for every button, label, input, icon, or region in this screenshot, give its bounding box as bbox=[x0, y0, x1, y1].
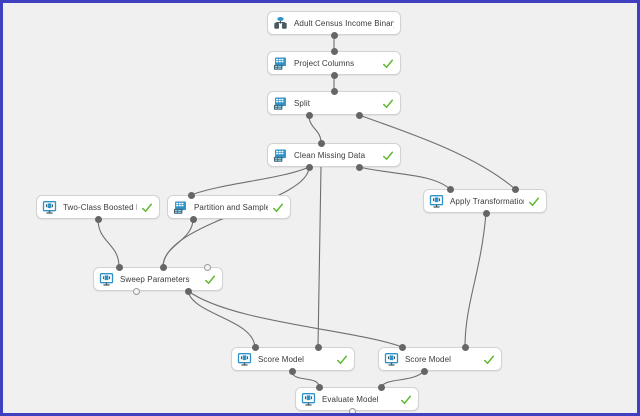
input-port-partition-and-sample-0[interactable] bbox=[187, 191, 195, 199]
model-icon bbox=[42, 200, 57, 215]
dataset-icon bbox=[273, 16, 288, 31]
status-check-icon bbox=[382, 57, 394, 69]
model-icon bbox=[429, 194, 444, 209]
status-check-icon bbox=[528, 195, 540, 207]
node-dataset[interactable]: Adult Census Income Binary C... bbox=[267, 11, 401, 35]
output-port-clean-missing-data-1[interactable] bbox=[355, 163, 363, 171]
status-check-icon bbox=[204, 273, 216, 285]
transform-icon bbox=[173, 200, 188, 215]
input-port-evaluate-model-0[interactable] bbox=[315, 383, 323, 391]
input-port-evaluate-model-1[interactable] bbox=[377, 383, 385, 391]
output-port-clean-missing-data-0[interactable] bbox=[305, 163, 313, 171]
transform-icon bbox=[273, 56, 288, 71]
model-icon bbox=[237, 352, 252, 367]
model-icon bbox=[384, 352, 399, 367]
node-sweep-parameters[interactable]: Sweep Parameters bbox=[93, 267, 223, 291]
status-check-icon bbox=[272, 201, 284, 213]
node-apply-transformation[interactable]: Apply Transformation bbox=[423, 189, 547, 213]
output-port-dataset-0[interactable] bbox=[330, 31, 338, 39]
input-port-score-model-1-0[interactable] bbox=[251, 343, 259, 351]
node-partition-and-sample[interactable]: Partition and Sample bbox=[167, 195, 291, 219]
node-evaluate-model[interactable]: Evaluate Model bbox=[295, 387, 419, 411]
node-label: Clean Missing Data bbox=[294, 150, 366, 160]
connection-split-to-clean[interactable] bbox=[308, 114, 322, 144]
input-port-project-columns-0[interactable] bbox=[330, 47, 338, 55]
connection-score1-to-evaluate[interactable] bbox=[291, 370, 320, 388]
status-check-icon bbox=[400, 393, 412, 405]
node-label: Split bbox=[294, 98, 311, 108]
connection-clean-to-score1[interactable] bbox=[317, 166, 322, 348]
connection-apply-to-score2[interactable] bbox=[464, 212, 487, 348]
output-port-project-columns-0[interactable] bbox=[330, 71, 338, 79]
connection-sweep-to-score2[interactable] bbox=[187, 290, 403, 348]
output-port-score-model-2-0[interactable] bbox=[420, 367, 428, 375]
node-label: Apply Transformation bbox=[450, 196, 524, 206]
output-port-sweep-parameters-0[interactable] bbox=[132, 287, 140, 295]
input-port-sweep-parameters-2[interactable] bbox=[203, 263, 211, 271]
output-port-sweep-parameters-1[interactable] bbox=[184, 287, 192, 295]
node-label: Partition and Sample bbox=[194, 202, 268, 212]
node-label: Score Model bbox=[258, 354, 305, 364]
node-label: Sweep Parameters bbox=[120, 274, 190, 284]
input-port-clean-missing-data-0[interactable] bbox=[317, 139, 325, 147]
output-port-two-class-boosted-0[interactable] bbox=[94, 215, 102, 223]
node-label: Project Columns bbox=[294, 58, 355, 68]
output-port-apply-transformation-0[interactable] bbox=[482, 209, 490, 217]
input-port-score-model-2-0[interactable] bbox=[398, 343, 406, 351]
node-label: Adult Census Income Binary C... bbox=[294, 18, 394, 28]
status-check-icon bbox=[483, 353, 495, 365]
node-label: Two-Class Boosted Decision T... bbox=[63, 202, 137, 212]
input-port-score-model-2-1[interactable] bbox=[461, 343, 469, 351]
connection-score2-to-evaluate[interactable] bbox=[380, 370, 425, 388]
input-port-split-0[interactable] bbox=[330, 87, 338, 95]
input-port-apply-transformation-1[interactable] bbox=[511, 185, 519, 193]
input-port-apply-transformation-0[interactable] bbox=[446, 185, 454, 193]
connection-clean-to-partition[interactable] bbox=[190, 166, 310, 196]
input-port-score-model-1-1[interactable] bbox=[314, 343, 322, 351]
node-score-model-2[interactable]: Score Model bbox=[378, 347, 502, 371]
connection-sweep-to-score1[interactable] bbox=[187, 290, 256, 348]
status-check-icon bbox=[141, 201, 153, 213]
input-port-sweep-parameters-1[interactable] bbox=[159, 263, 167, 271]
status-check-icon bbox=[382, 97, 394, 109]
connection-partition-to-sweep[interactable] bbox=[162, 218, 194, 268]
status-check-icon bbox=[382, 149, 394, 161]
input-port-sweep-parameters-0[interactable] bbox=[115, 263, 123, 271]
model-icon bbox=[99, 272, 114, 287]
output-port-split-0[interactable] bbox=[305, 111, 313, 119]
connection-clean-to-apply[interactable] bbox=[358, 166, 451, 190]
output-port-partition-and-sample-0[interactable] bbox=[189, 215, 197, 223]
output-port-score-model-1-0[interactable] bbox=[288, 367, 296, 375]
transform-icon bbox=[273, 148, 288, 163]
transform-icon bbox=[273, 96, 288, 111]
status-check-icon bbox=[336, 353, 348, 365]
node-split[interactable]: Split bbox=[267, 91, 401, 115]
connection-boosted-to-sweep[interactable] bbox=[97, 218, 120, 268]
output-port-split-1[interactable] bbox=[355, 111, 363, 119]
output-port-evaluate-model-0[interactable] bbox=[348, 407, 356, 413]
node-label: Score Model bbox=[405, 354, 452, 364]
model-icon bbox=[301, 392, 316, 407]
node-clean-missing-data[interactable]: Clean Missing Data bbox=[267, 143, 401, 167]
node-label: Evaluate Model bbox=[322, 394, 379, 404]
